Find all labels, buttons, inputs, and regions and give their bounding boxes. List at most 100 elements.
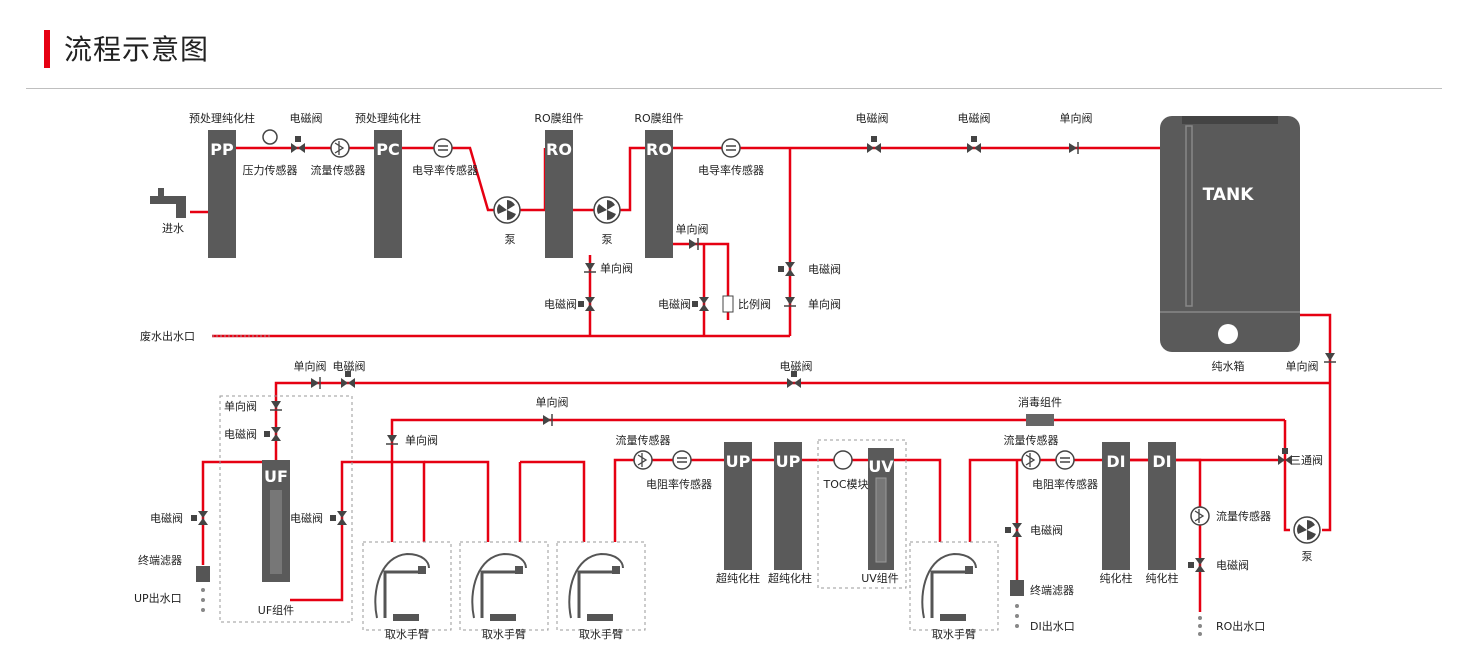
label-solenoid-uf-top: 电磁阀 <box>224 427 257 441</box>
pump-icon <box>493 196 521 224</box>
column-uv: UV <box>868 448 894 570</box>
pump-icon <box>1293 516 1321 544</box>
label-pretreat1: 预处理纯化柱 <box>189 111 255 125</box>
label-solenoid-ro-out: 电磁阀 <box>1216 558 1249 572</box>
label-solenoid-return: 电磁阀 <box>333 359 366 373</box>
label-ultra2: 超纯化柱 <box>768 571 812 585</box>
solenoid-valve-icon <box>778 262 795 276</box>
check-valve-icon <box>310 376 321 390</box>
label-solenoid-uf: 电磁阀 <box>290 511 323 525</box>
label-final-filter2: 终端滤器 <box>1030 583 1074 597</box>
label-check-return: 单向阀 <box>294 359 327 373</box>
flow-sensor-icon <box>1021 450 1041 470</box>
pure-water-tank: TANK <box>1160 116 1300 352</box>
drip-icon <box>201 588 1202 636</box>
label-uf-module: UF组件 <box>258 603 294 617</box>
label-disinfect: 消毒组件 <box>1018 395 1062 409</box>
dispensing-arm-icon <box>361 540 453 632</box>
solenoid-valve-icon <box>787 371 801 388</box>
svg-text:PP: PP <box>210 140 234 159</box>
check-valve-icon <box>385 434 399 445</box>
solenoid-valve-icon <box>291 136 305 153</box>
label-uv-module: UV组件 <box>861 571 899 585</box>
label-resistivity1: 电阻率传感器 <box>646 477 712 491</box>
svg-text:RO: RO <box>546 140 572 159</box>
label-solenoid-up-out: 电磁阀 <box>150 511 183 525</box>
label-arm3: 取水手臂 <box>579 627 623 641</box>
header-divider <box>26 88 1442 89</box>
label-toc: TOC模块 <box>822 478 868 491</box>
label-arm2: 取水手臂 <box>482 627 526 641</box>
solenoid-valve-icon <box>1005 523 1022 537</box>
label-ro-module1: RO膜组件 <box>534 111 583 125</box>
title-accent-bar <box>44 30 50 68</box>
column-uf: UF <box>262 460 290 582</box>
solenoid-valve-icon <box>867 136 881 153</box>
label-three-way: 三通阀 <box>1290 453 1323 467</box>
label-inlet: 进水 <box>162 222 184 235</box>
label-check-tank: 单向阀 <box>1286 359 1319 373</box>
label-pure1: 纯化柱 <box>1100 571 1133 585</box>
resistivity-sensor-icon <box>1055 450 1075 470</box>
solenoid-valve-icon <box>1188 558 1205 572</box>
conductivity-sensor-icon <box>433 138 453 158</box>
svg-text:TANK: TANK <box>1203 185 1255 205</box>
label-check-uf-top: 单向阀 <box>224 399 257 413</box>
label-flow-sensor1: 流量传感器 <box>311 163 366 177</box>
check-valve-icon <box>542 413 553 427</box>
column-ro2: RO <box>645 130 673 258</box>
proportional-valve-icon <box>722 295 734 313</box>
svg-text:UF: UF <box>264 467 288 486</box>
check-valve-icon <box>1323 352 1337 363</box>
label-solenoid-top2: 电磁阀 <box>856 111 889 125</box>
check-valve-icon <box>269 400 283 411</box>
column-di1: DI <box>1102 442 1130 570</box>
solenoid-valve-icon <box>692 297 709 311</box>
svg-text:UV: UV <box>868 457 894 476</box>
column-up1: UP <box>724 442 752 570</box>
label-solenoid-ro1: 电磁阀 <box>544 297 577 311</box>
label-pump2: 泵 <box>602 233 613 246</box>
label-solenoid-loop: 电磁阀 <box>780 359 813 373</box>
column-pp: PP <box>208 130 236 258</box>
label-proportional: 比例阀 <box>738 297 771 311</box>
solenoid-valve-icon <box>341 371 355 388</box>
solenoid-valve-icon <box>264 427 281 441</box>
label-check-uf-in: 单向阀 <box>405 433 438 447</box>
check-valve-icon <box>783 296 797 307</box>
svg-text:UP: UP <box>776 452 801 471</box>
label-ultra1: 超纯化柱 <box>716 571 760 585</box>
label-check-ro1: 单向阀 <box>600 261 633 275</box>
pump-icon <box>593 196 621 224</box>
symbols <box>191 129 1337 636</box>
flow-sensor-icon <box>1190 506 1210 526</box>
label-di-outlet: DI出水口 <box>1030 619 1075 633</box>
label-flow-sensor3: 流量传感器 <box>1004 433 1059 447</box>
label-pretreat2: 预处理纯化柱 <box>355 111 421 125</box>
svg-text:DI: DI <box>1152 452 1171 471</box>
label-solenoid-top1: 电磁阀 <box>290 111 323 125</box>
page-title: 流程示意图 <box>64 33 210 66</box>
label-pump3: 泵 <box>1302 550 1313 563</box>
disinfection-module-icon <box>1026 414 1054 426</box>
check-valve-icon <box>583 262 597 273</box>
label-tank-name: 纯水箱 <box>1212 359 1245 373</box>
dispensing-arm-icon <box>555 540 647 632</box>
svg-text:UP: UP <box>726 452 751 471</box>
label-solenoid-right: 电磁阀 <box>808 262 841 276</box>
label-pump1: 泵 <box>505 233 516 246</box>
label-flow-sensor4: 流量传感器 <box>1216 509 1271 523</box>
label-resistivity2: 电阻率传感器 <box>1032 477 1098 491</box>
label-solenoid-top3: 电磁阀 <box>958 111 991 125</box>
label-solenoid-ro2: 电磁阀 <box>658 297 691 311</box>
header: 流程示意图 <box>0 0 1461 90</box>
column-pc: PC <box>374 130 402 258</box>
label-conductivity2: 电导率传感器 <box>698 163 764 177</box>
label-ro-module2: RO膜组件 <box>634 111 683 125</box>
label-pressure-sensor: 压力传感器 <box>243 164 298 177</box>
column-di2: DI <box>1148 442 1176 570</box>
label-up-outlet: UP出水口 <box>134 591 182 605</box>
resistivity-sensor-icon <box>672 450 692 470</box>
diagram-labels: 预处理纯化柱 电磁阀 预处理纯化柱 RO膜组件 RO膜组件 电磁阀 电磁阀 单向… <box>134 111 1323 641</box>
